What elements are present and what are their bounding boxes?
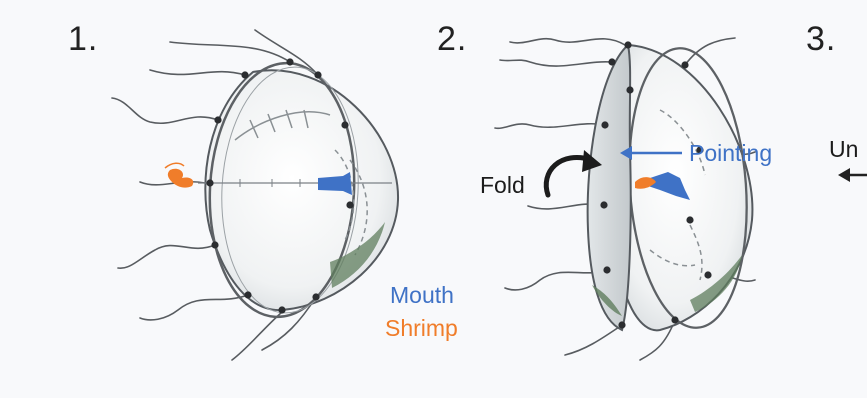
panel-1-bell-body (205, 70, 398, 310)
panel-1-shrimp (168, 169, 193, 188)
panel-1-number: 1. (68, 20, 98, 59)
panel-1-jellyfish (112, 30, 398, 360)
pointing-label: Pointing (689, 140, 772, 167)
panel-2-number: 2. (437, 20, 467, 59)
panel-2-jellyfish (495, 38, 756, 360)
fold-label: Fold (480, 172, 525, 199)
panel-3-arrow (838, 168, 867, 182)
mouth-label: Mouth (390, 282, 454, 309)
panel-3-number: 3. (806, 20, 836, 59)
shrimp-label: Shrimp (385, 315, 458, 342)
panel-3-label: Un (829, 136, 858, 163)
